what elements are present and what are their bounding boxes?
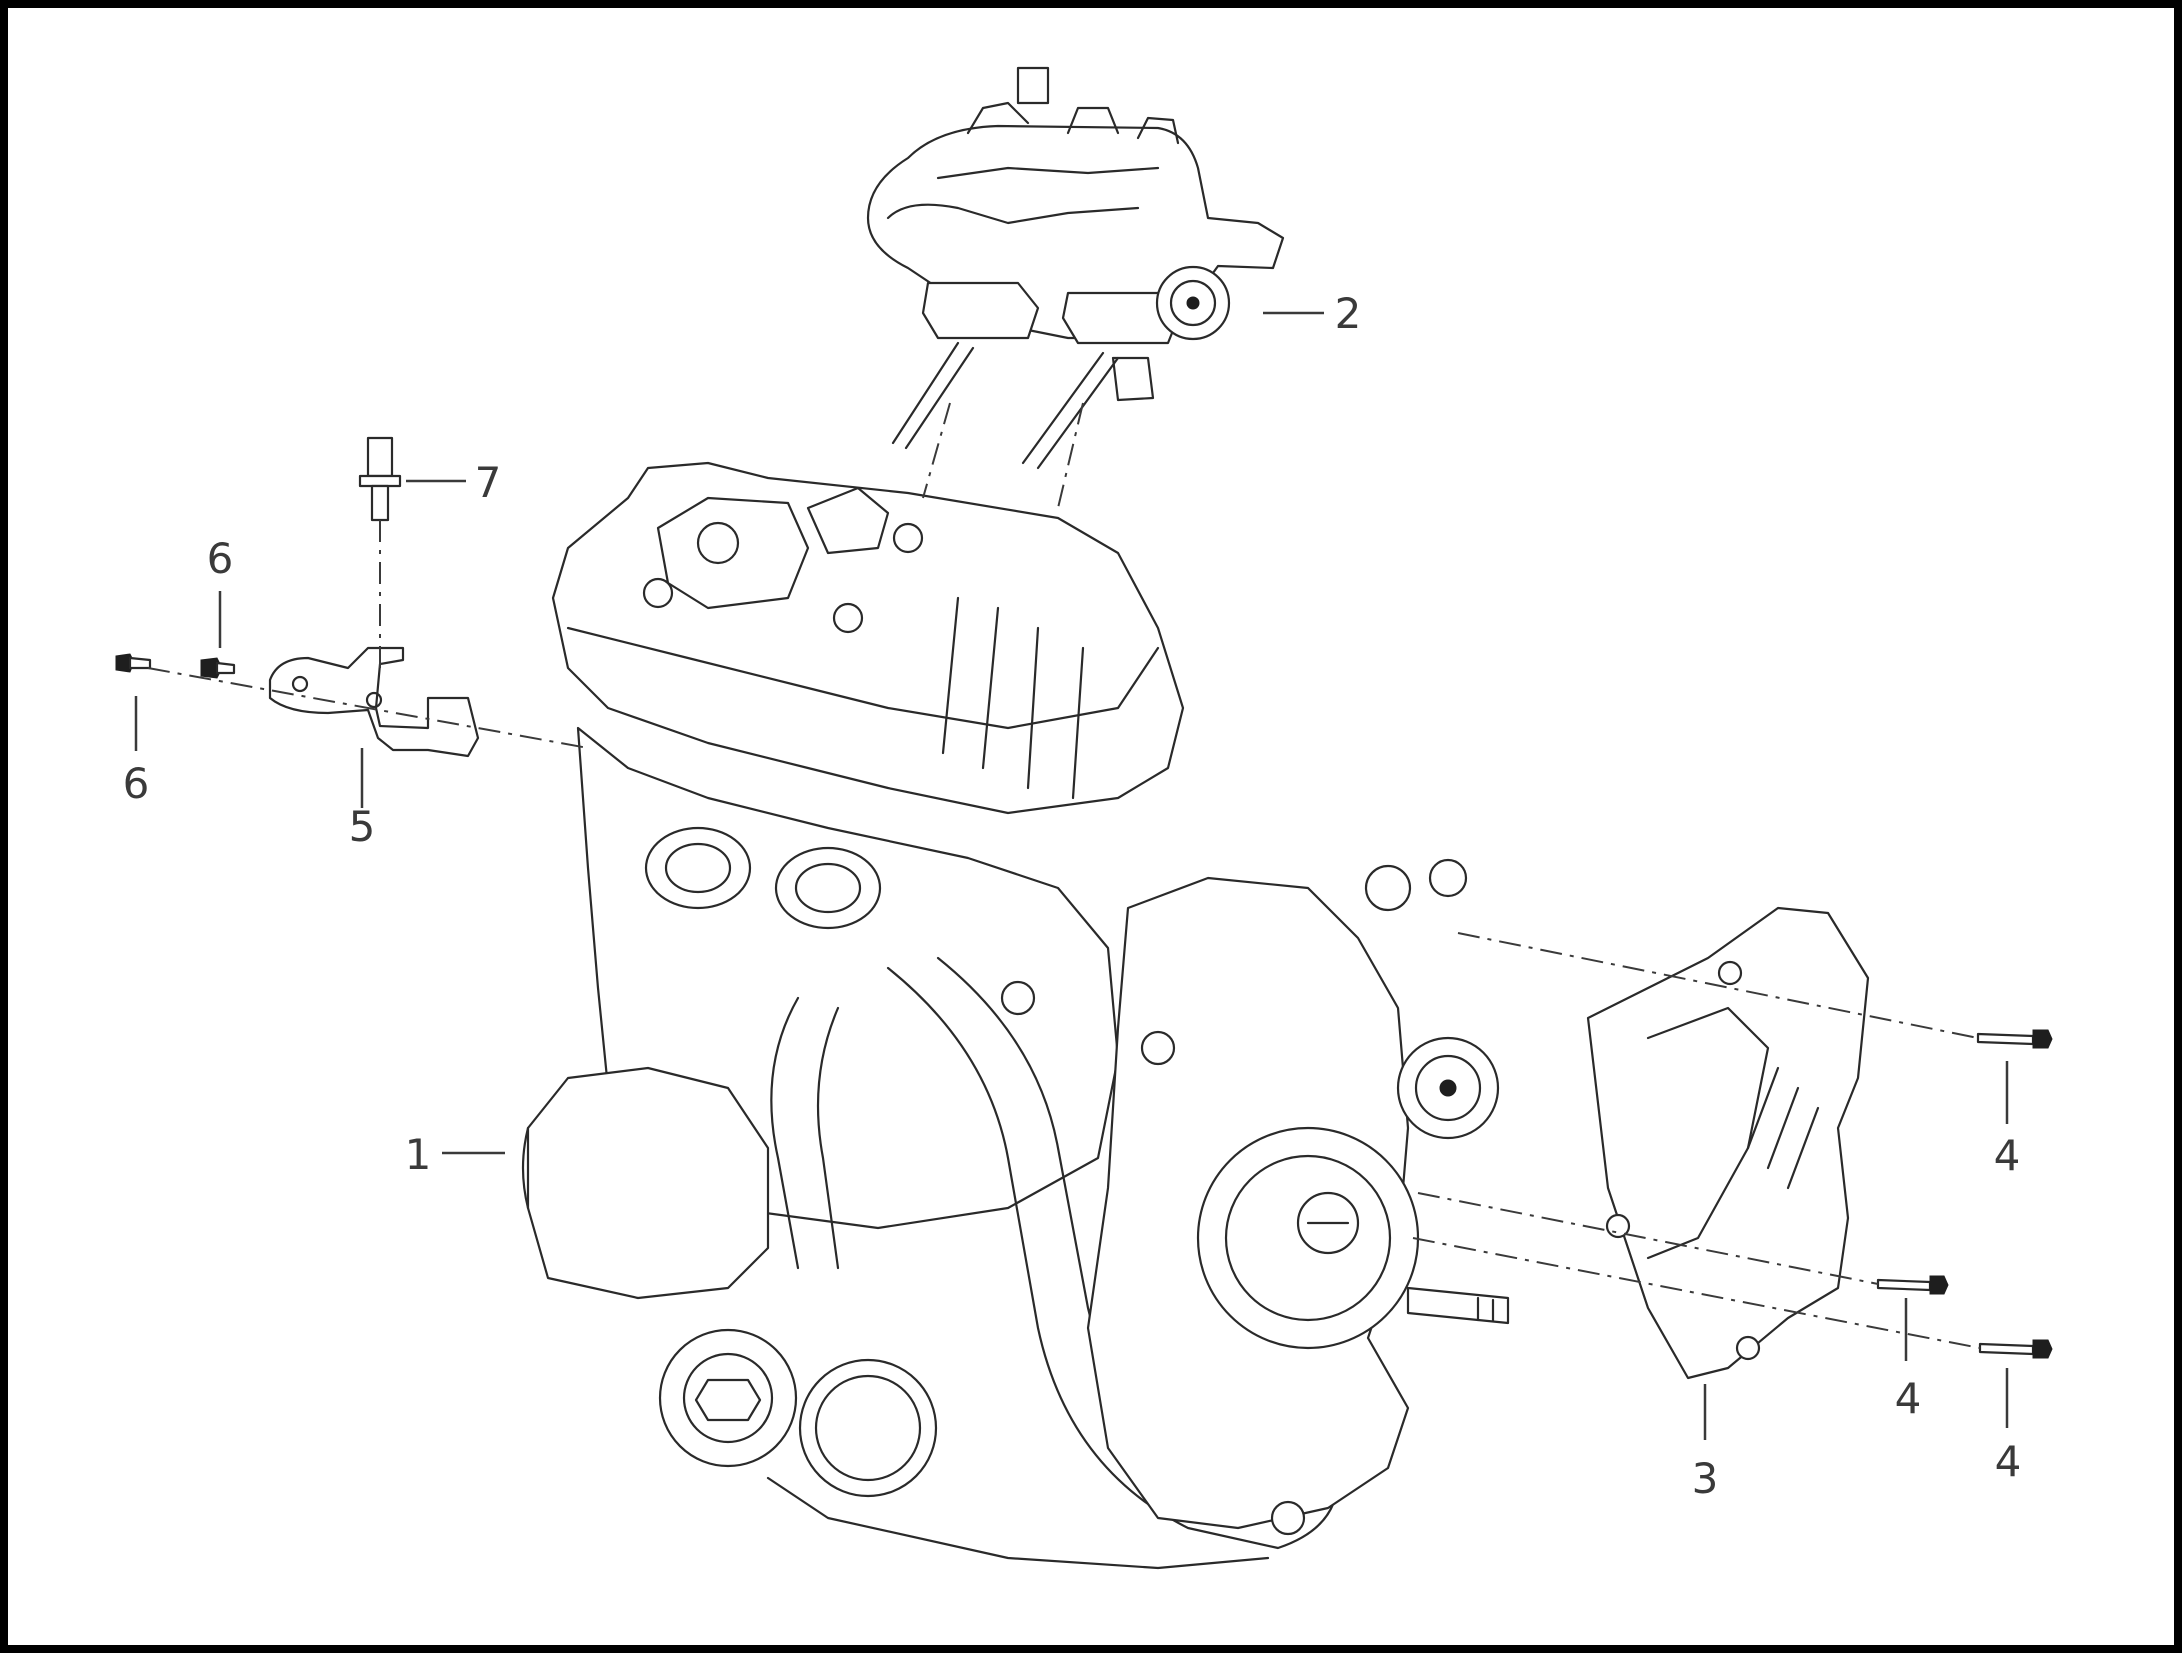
bolt-middle [1876, 1275, 1949, 1295]
assembly-lines [147, 402, 1981, 1349]
callout-7: 7 [475, 458, 502, 507]
throttle-body-assembly [866, 66, 1285, 470]
sprocket-cover [1586, 906, 1870, 1380]
diagram-svg: 1 2 3 4 4 4 5 6 6 7 [115, 66, 2053, 1570]
bolt-top [1976, 1029, 2053, 1049]
bolt-6-right [200, 657, 236, 679]
callout-leaders [134, 311, 2009, 1440]
mounting-bracket [268, 646, 480, 758]
callout-2: 2 [1335, 289, 1362, 338]
callout-3: 3 [1692, 1454, 1719, 1503]
callout-6-lower: 6 [123, 759, 150, 808]
bolt-bottom [1978, 1339, 2053, 1359]
callout-5: 5 [349, 802, 376, 851]
sensor-7 [358, 436, 402, 522]
callout-4-top: 4 [1994, 1131, 2021, 1180]
callout-4-middle: 4 [1895, 1374, 1922, 1423]
bolt-6-left [115, 653, 152, 673]
engine-assembly [521, 461, 1510, 1570]
callout-labels: 1 2 3 4 4 4 5 6 6 7 [123, 289, 2022, 1503]
callout-6-upper: 6 [207, 534, 234, 583]
callout-4-bottom: 4 [1995, 1437, 2022, 1486]
callout-1: 1 [405, 1130, 432, 1179]
